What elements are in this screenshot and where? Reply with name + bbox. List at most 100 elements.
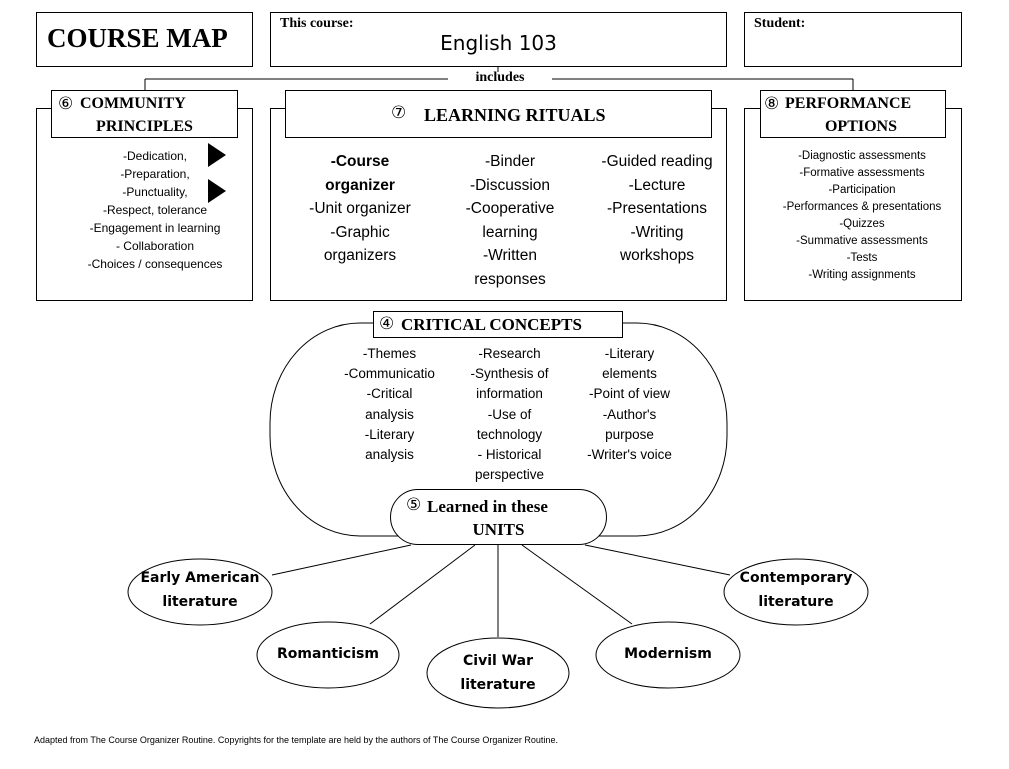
unit-romanticism: Romanticism — [257, 643, 399, 667]
ritual-item: -Written — [483, 247, 537, 264]
community-items: -Dedication, -Preparation, -Punctuality,… — [62, 148, 248, 274]
ritual-item: -Guided reading — [601, 153, 713, 170]
performance-options-box — [744, 108, 962, 301]
concept-item: -Writer's voice — [587, 447, 672, 463]
student-label: Student: — [754, 16, 806, 31]
learning-rituals-box — [270, 108, 727, 301]
unit-oval-civil-war — [426, 637, 570, 709]
concept-item: elements — [602, 366, 657, 382]
community-title-line1: COMMUNITY — [80, 95, 186, 112]
unit-label-line1: Romanticism — [277, 646, 379, 662]
unit-label-line1: Early American — [140, 570, 260, 586]
ritual-item: -Discussion — [469, 176, 551, 194]
community-item: -Engagement in learning — [89, 221, 221, 235]
footer-credit: Adapted from The Course Organizer Routin… — [34, 735, 558, 745]
community-title-line2: PRINCIPLES — [96, 118, 193, 135]
performance-item: -Writing assignments — [808, 269, 916, 281]
number-seven-icon: ⑦ — [391, 103, 407, 123]
ritual-item: -Lecture — [628, 176, 686, 194]
community-item: -Dedication, — [122, 149, 188, 163]
concept-item: analysis — [365, 447, 414, 463]
concept-item: - Historical — [477, 447, 542, 463]
concepts-col1: -Themes -Communicatio -Critical analysis… — [332, 344, 447, 465]
community-principles-header: ⑥ COMMUNITY PRINCIPLES — [51, 90, 238, 138]
concepts-col3: -Literary elements -Point of view -Autho… — [572, 344, 687, 465]
units-title-line2: UNITS — [472, 520, 525, 539]
community-item: -Punctuality, — [122, 185, 188, 199]
unit-contemporary: Contemporary literature — [724, 567, 868, 614]
ritual-item: learning — [482, 223, 538, 241]
concept-item: analysis — [365, 406, 414, 422]
number-four-icon: ④ — [379, 314, 395, 334]
ritual-item: -Presentations — [607, 200, 707, 217]
rituals-title: LEARNING RITUALS — [424, 105, 606, 125]
unit-label-line1: Civil War — [463, 653, 533, 669]
units-header: ⑤ Learned in these UNITS — [390, 489, 607, 545]
page-title: COURSE MAP — [47, 23, 228, 53]
concept-item: -Literary — [604, 346, 655, 361]
number-five-icon: ⑤ — [406, 495, 422, 515]
performance-item: -Quizzes — [839, 218, 885, 230]
performance-item: -Diagnostic assessments — [798, 150, 926, 162]
unit-oval-contemporary — [723, 558, 869, 626]
ritual-item: -Writing — [630, 223, 684, 241]
unit-label-line1: Contemporary — [739, 570, 853, 586]
concept-item: -Author's — [602, 406, 657, 422]
performance-item: -Summative assessments — [796, 235, 928, 247]
unit-oval-modernism — [595, 621, 741, 689]
ritual-item: organizer — [325, 176, 395, 194]
concept-item: -Communicatio — [344, 366, 435, 382]
concept-item: -Use of — [487, 406, 532, 422]
this-course-label: This course: — [280, 16, 354, 31]
learning-rituals-header: ⑦ LEARNING RITUALS — [285, 90, 712, 138]
unit-label-line2: literature — [758, 593, 834, 610]
concept-item: purpose — [605, 426, 654, 442]
concept-item: -Critical — [366, 386, 413, 402]
critical-concepts-header: ④ CRITICAL CONCEPTS — [373, 311, 623, 338]
arrow-right-icon — [208, 143, 226, 167]
unit-label-line1: Modernism — [624, 646, 712, 662]
ritual-item: responses — [474, 270, 546, 288]
unit-label-line2: literature — [460, 676, 536, 693]
performance-item: -Tests — [846, 252, 878, 264]
ritual-item: workshops — [619, 247, 695, 264]
concept-item: -Point of view — [588, 386, 671, 402]
rituals-col1: -Course organizer -Unit organizer -Graph… — [290, 150, 430, 268]
ritual-item: -Binder — [485, 153, 535, 170]
unit-label-line2: literature — [162, 593, 238, 610]
course-name: English 103 — [440, 31, 557, 55]
course-map-title-box: COURSE MAP — [36, 12, 253, 67]
performance-title-line1: PERFORMANCE — [785, 95, 912, 112]
rituals-col3: -Guided reading -Lecture -Presentations … — [582, 150, 732, 268]
this-course-box: This course: English 103 — [270, 12, 727, 67]
performance-title-line2: OPTIONS — [824, 118, 897, 135]
includes-label: includes — [475, 70, 525, 85]
ritual-item: -Graphic — [330, 223, 390, 241]
performance-options-header: ⑧ PERFORMANCE OPTIONS — [760, 90, 946, 138]
concept-item: technology — [476, 426, 543, 442]
ritual-item: -Cooperative — [465, 200, 555, 217]
performance-item: -Performances & presentations — [782, 201, 942, 213]
concept-item: perspective — [474, 467, 545, 483]
performance-item: -Participation — [828, 184, 896, 196]
unit-modernism: Modernism — [596, 643, 740, 667]
concept-item: -Synthesis of — [470, 366, 549, 382]
community-item: -Respect, tolerance — [102, 203, 208, 217]
rituals-col2: -Binder -Discussion -Cooperative learnin… — [440, 150, 580, 291]
community-item: -Choices / consequences — [87, 257, 223, 271]
ritual-item: organizers — [323, 247, 397, 264]
student-box: Student: — [744, 12, 962, 67]
concept-item: information — [476, 386, 543, 402]
arrow-right-icon — [208, 179, 226, 203]
number-six-icon: ⑥ — [58, 94, 74, 114]
concept-item: -Research — [478, 346, 541, 361]
concepts-col2: -Research -Synthesis of information -Use… — [452, 344, 567, 485]
performance-items: -Diagnostic assessments -Formative asses… — [752, 148, 972, 284]
unit-oval-early-american — [127, 558, 273, 626]
performance-item: -Formative assessments — [799, 167, 925, 179]
ritual-item: -Course — [330, 153, 390, 170]
number-eight-icon: ⑧ — [764, 94, 780, 114]
unit-civil-war: Civil War literature — [427, 650, 569, 697]
community-item: - Collaboration — [115, 239, 195, 253]
